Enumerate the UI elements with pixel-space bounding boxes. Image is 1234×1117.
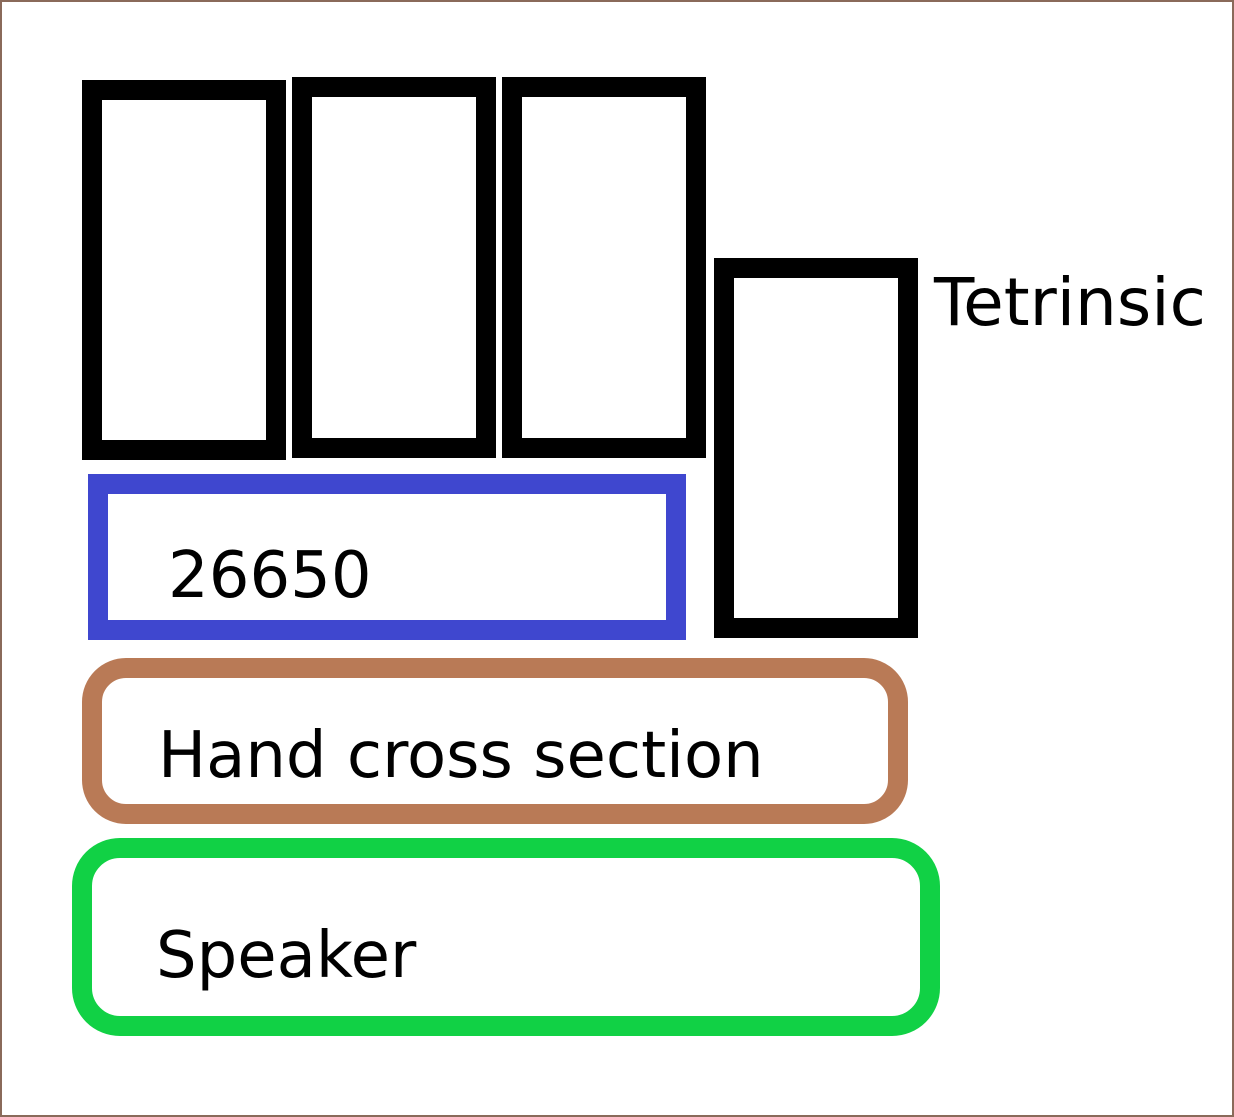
black-rectangle-1[interactable] xyxy=(82,80,286,460)
hand-cross-section-field[interactable]: Hand cross section xyxy=(82,658,908,824)
black-rectangle-3[interactable] xyxy=(502,77,706,458)
hand-cross-section-text: Hand cross section xyxy=(158,719,764,793)
black-rectangle-2[interactable] xyxy=(292,77,496,458)
black-rectangle-4[interactable] xyxy=(714,258,918,638)
number-field[interactable]: 26650 xyxy=(88,474,686,640)
speaker-text: Speaker xyxy=(156,919,417,993)
number-field-text: 26650 xyxy=(168,539,372,613)
speaker-field[interactable]: Speaker xyxy=(72,838,940,1036)
tetrinsic-label: Tetrinsic xyxy=(934,264,1206,341)
